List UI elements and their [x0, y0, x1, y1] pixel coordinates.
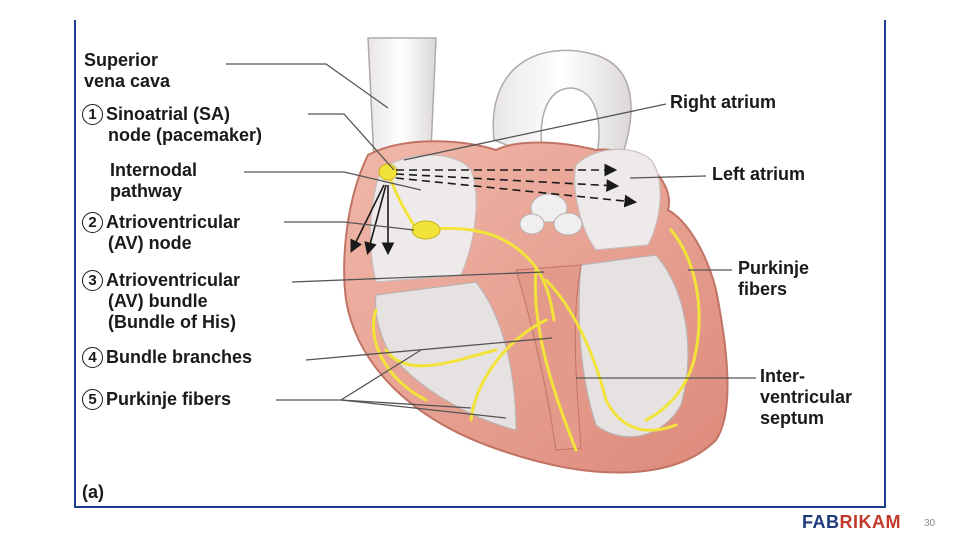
label-interventricular-septum: Inter- ventricular septum	[760, 366, 853, 428]
av-node	[411, 220, 441, 240]
brand-logo: FABRIKAM	[802, 512, 901, 532]
page-number: 30	[924, 518, 936, 529]
label-left-atrium: Left atrium	[712, 164, 806, 184]
conduction-arrows-left-atrium	[395, 163, 638, 208]
label-purkinje-fibers-right: Purkinje fibers	[738, 258, 810, 299]
leader-lines	[226, 63, 756, 419]
step-number-4: 4	[82, 347, 103, 368]
heart-illustration	[226, 37, 756, 474]
septum	[515, 264, 582, 451]
step-number-1: 1	[82, 104, 103, 125]
step-number-2: 2	[82, 212, 103, 233]
panel-label: (a)	[82, 482, 104, 502]
right-atrium-chamber	[369, 154, 477, 283]
step-number-3: 3	[82, 270, 103, 291]
step-number-5: 5	[82, 389, 103, 410]
conduction-system	[371, 170, 701, 452]
label-internodal-pathway: Internodal pathway	[110, 160, 198, 201]
left-ventricle-chamber	[578, 254, 689, 438]
conduction-arrows-down	[350, 184, 395, 256]
right-ventricle-chamber	[374, 281, 517, 431]
label-right-atrium: Right atrium	[670, 92, 776, 112]
aorta-shape	[492, 49, 632, 162]
sa-node	[378, 163, 398, 181]
label-superior-vena-cava: Superior vena cava	[84, 50, 171, 91]
